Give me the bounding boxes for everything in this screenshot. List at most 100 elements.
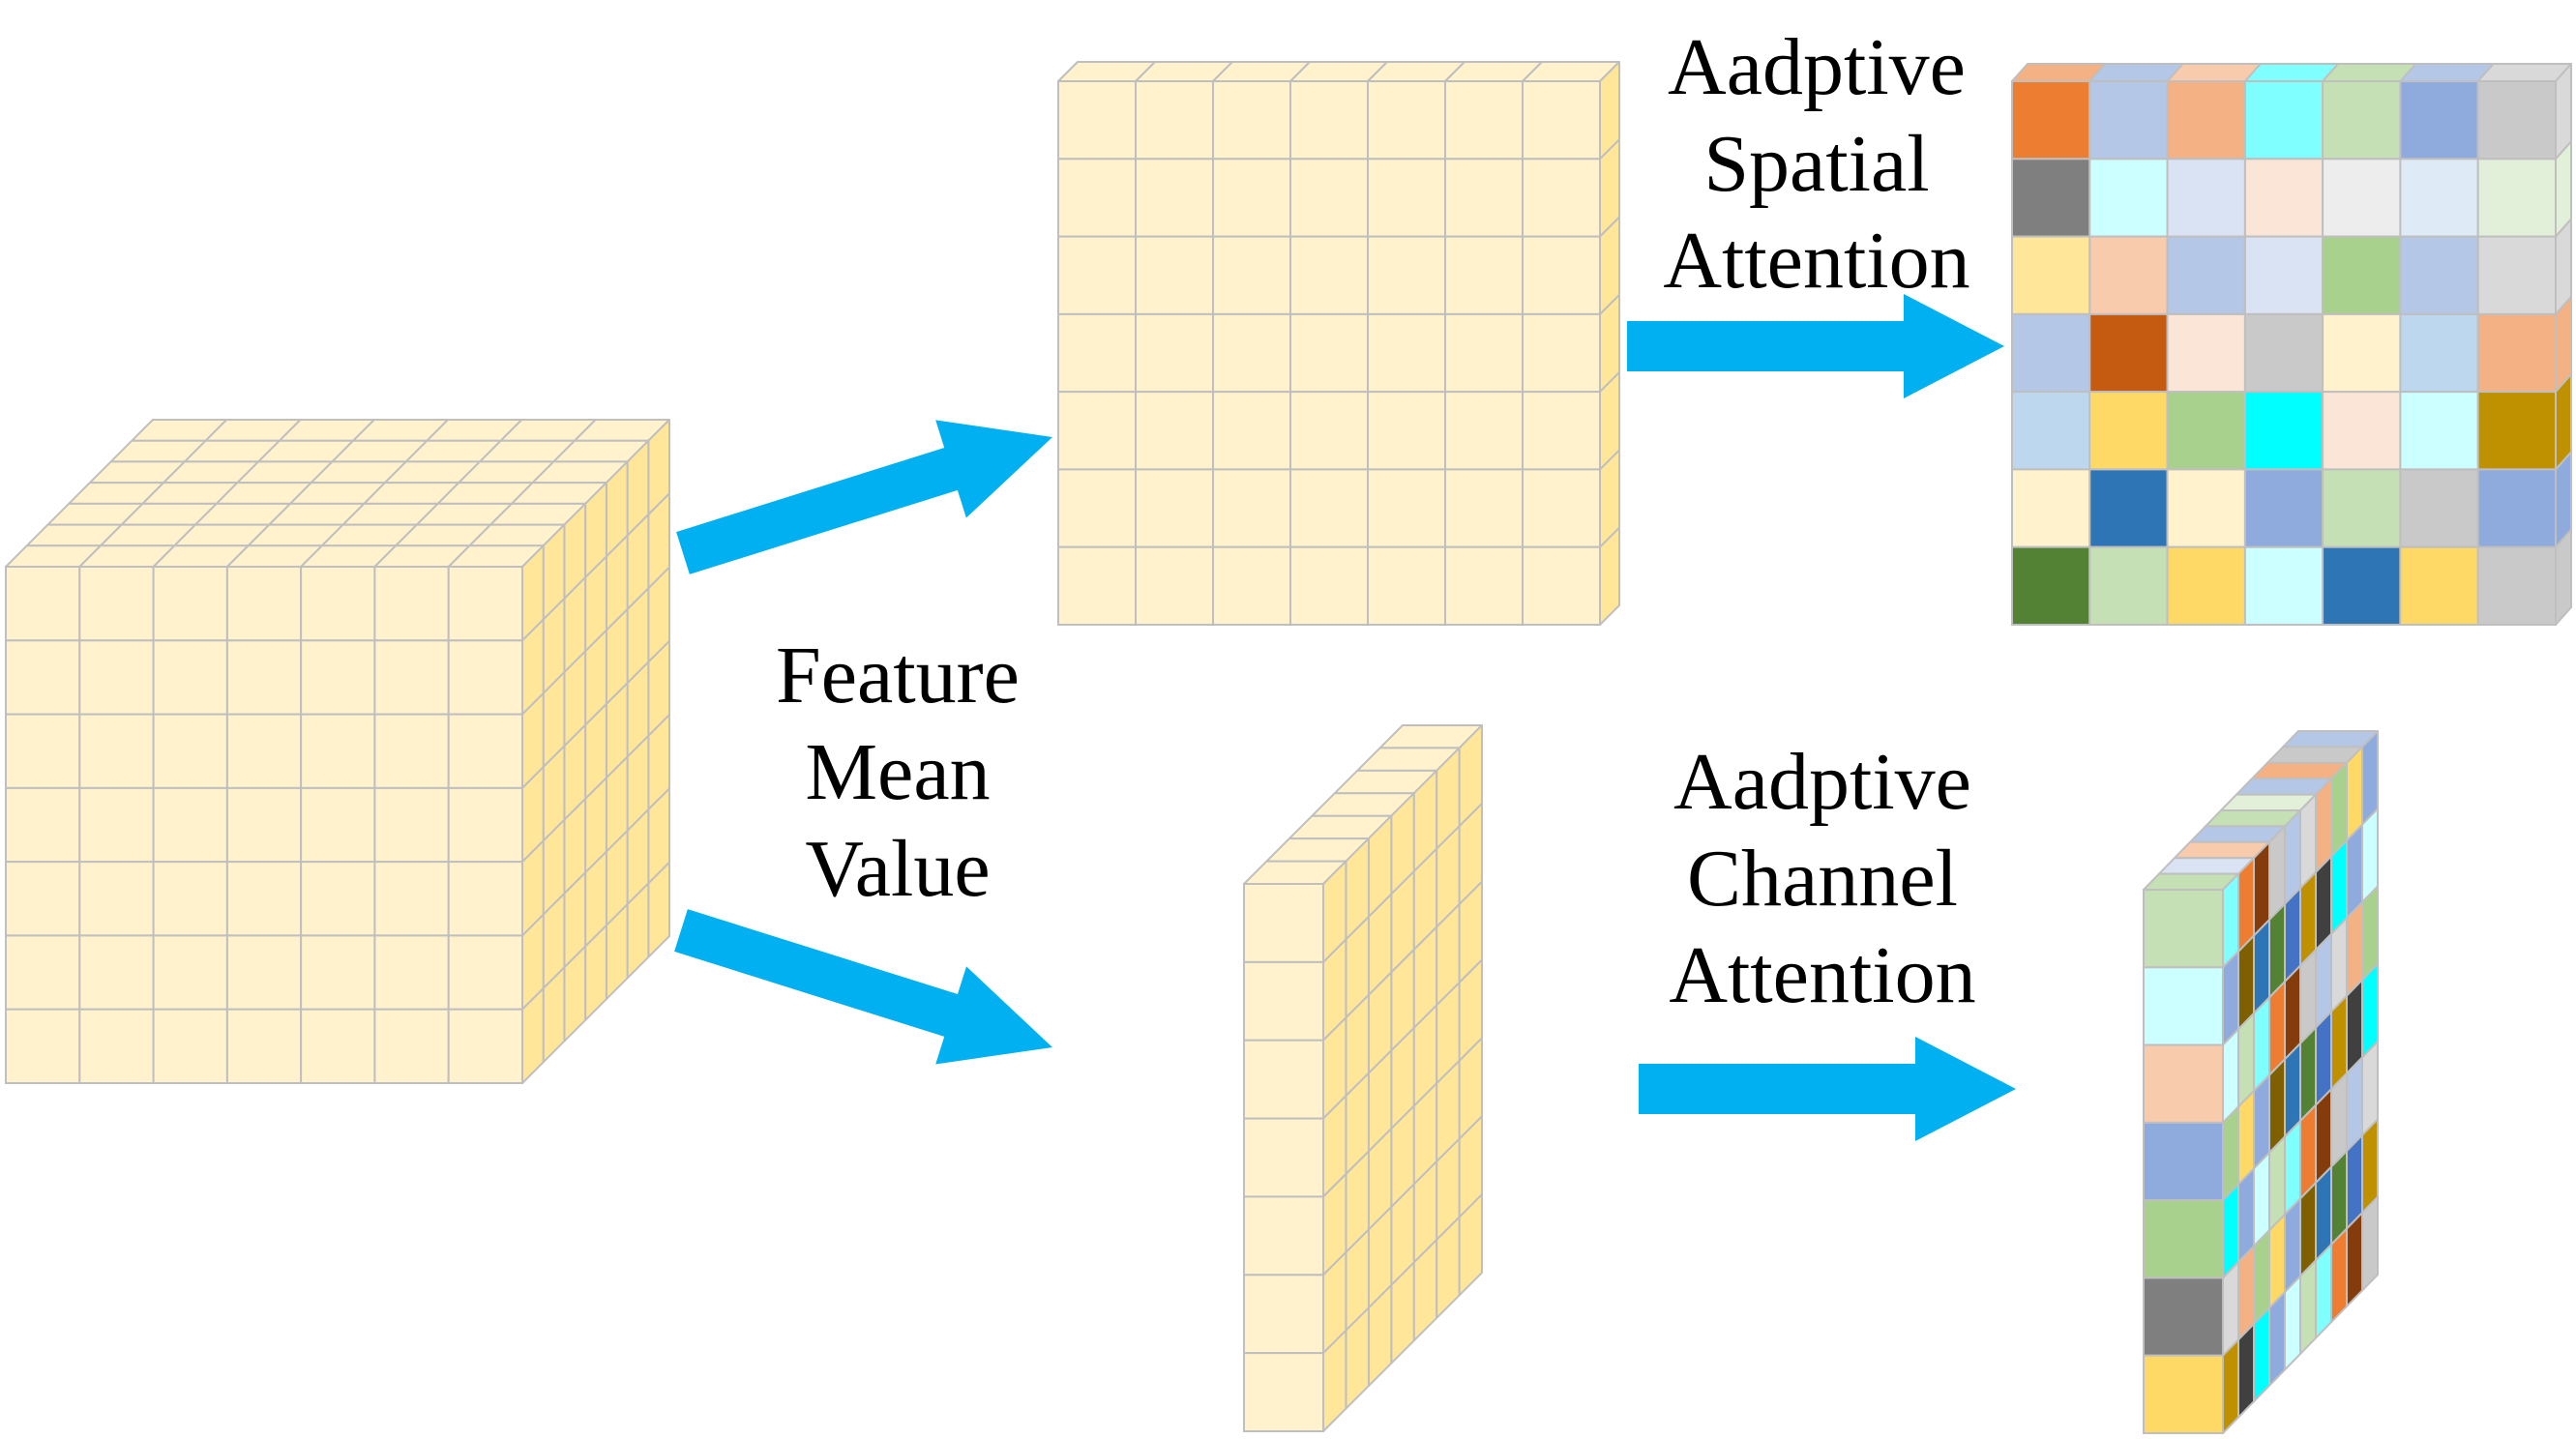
spatial-plane-front-cell [1057,158,1137,238]
cube-front-cell [373,713,450,789]
spatial-plane-front-cell [1135,468,1214,548]
spatial-plane-front-cell [1057,391,1137,471]
channel-column-front-cell [1243,1352,1324,1432]
channel-map-side-cell [2299,1259,2317,1355]
spatial-plane-front-cell [1444,545,1524,627]
cube-front-cell [373,934,450,1011]
cube-front-cell [447,713,524,789]
spatial-map-front-cell [2011,391,2091,471]
spatial-map-front-cell [2243,545,2324,627]
channel-map-side-cell [2330,1227,2348,1324]
spatial-plane-front-cell [1444,235,1524,315]
spatial-map-front-cell [2399,312,2479,394]
spatial-plane-front-cell [1444,80,1524,161]
cube-front-cell [78,861,155,937]
flow-arrows [674,294,2016,1141]
spatial-map-front-cell [2399,235,2479,315]
channel-map-side-cell [2222,1338,2239,1434]
cube-front-cell [5,713,81,789]
spatial-map-front-cell [2166,80,2246,161]
input-feature-cube [5,419,670,1084]
cube-front-cell [447,861,524,937]
spatial-map-front-cell [2476,235,2557,315]
channel-map-front-cell [2143,1043,2224,1124]
spatial-map-front-cell [2011,468,2091,548]
cube-front-cell [152,934,228,1011]
cube-front-cell [78,639,155,716]
spatial-plane-front-cell [1444,158,1524,238]
channel-map-side-cell [2253,1307,2270,1403]
channel-map-front-cell [2143,1199,2224,1279]
spatial-map-front-cell [2399,80,2479,161]
spatial-map-front-cell [2088,80,2169,161]
channel-column-front-cell [1243,1195,1324,1277]
arrow-to-spatial-attention [1627,294,2004,398]
cube-front-cell [78,1008,155,1084]
spatial-attention-label-line-3: Attention [1663,216,1969,306]
spatial-map-front-cell [2476,545,2557,627]
spatial-plane-front-cell [1212,545,1291,627]
spatial-mean-plane [1057,61,1620,627]
cube-front-cell [300,639,376,716]
spatial-plane-front-cell [1212,80,1291,161]
spatial-map-front-cell [2243,80,2324,161]
spatial-map-front-cell [2166,158,2246,238]
channel-mean-column [1243,724,1483,1432]
spatial-map-front-cell [2088,235,2169,315]
cube-front-cell [5,861,81,937]
cube-front-cell [300,861,376,937]
feature-mean-label-line-3: Value [805,824,990,914]
spatial-map-front-cell [2088,312,2169,394]
spatial-map-front-cell [2476,312,2557,394]
spatial-map-front-cell [2011,312,2091,394]
arrow-to-channel-attention [1639,1037,2016,1141]
spatial-plane-front-cell [1444,312,1524,394]
spatial-plane-front-cell [1289,80,1369,161]
channel-attention-label-line-2: Channel [1687,834,1958,924]
spatial-plane-front-cell [1367,312,1446,394]
spatial-plane-front-cell [1057,312,1137,394]
spatial-map-front-cell [2243,235,2324,315]
cube-front-cell [447,639,524,716]
channel-column-front-cell [1243,1117,1324,1198]
cube-front-cell [225,1008,303,1084]
cube-front-cell [5,639,81,716]
channel-attention-label-line-3: Attention [1669,930,1975,1020]
spatial-plane-front-cell [1289,468,1369,548]
channel-attention-label-line-1: Aadptive [1673,737,1971,827]
cube-front-cell [5,934,81,1011]
spatial-map-front-cell [2322,158,2402,238]
spatial-attention-label-line-2: Spatial [1703,119,1929,209]
spatial-plane-front-cell [1057,468,1137,548]
spatial-map-front-cell [2322,468,2402,548]
spatial-plane-front-cell [1289,158,1369,238]
spatial-plane-front-cell [1444,468,1524,548]
cube-front-cell [447,934,524,1011]
spatial-map-front-cell [2088,158,2169,238]
spatial-attention-map [2011,63,2572,627]
spatial-map-front-cell [2011,235,2091,315]
spatial-plane-front-cell [1444,391,1524,471]
spatial-map-front-cell [2088,545,2169,627]
cube-front-cell [373,861,450,937]
channel-map-side-cell [2284,1275,2301,1371]
cube-front-cell [225,861,303,937]
cube-front-cell [78,934,155,1011]
channel-map-front-cell [2143,1121,2224,1202]
spatial-map-front-cell [2088,468,2169,548]
spatial-plane-front-cell [1289,545,1369,627]
cube-front-cell [152,1008,228,1084]
channel-map-side-cell [2268,1291,2286,1387]
spatial-plane-front-cell [1367,80,1446,161]
channel-attention-map [2143,730,2379,1434]
spatial-map-front-cell [2011,158,2091,238]
spatial-plane-front-cell [1522,80,1601,161]
spatial-plane-front-cell [1367,468,1446,548]
spatial-map-front-cell [2166,545,2246,627]
cube-front-cell [225,713,303,789]
cube-front-cell [78,566,155,642]
channel-map-side-cell [2237,1322,2255,1419]
feature-mean-label-line-1: Feature [776,631,1020,720]
spatial-map-front-cell [2322,235,2402,315]
